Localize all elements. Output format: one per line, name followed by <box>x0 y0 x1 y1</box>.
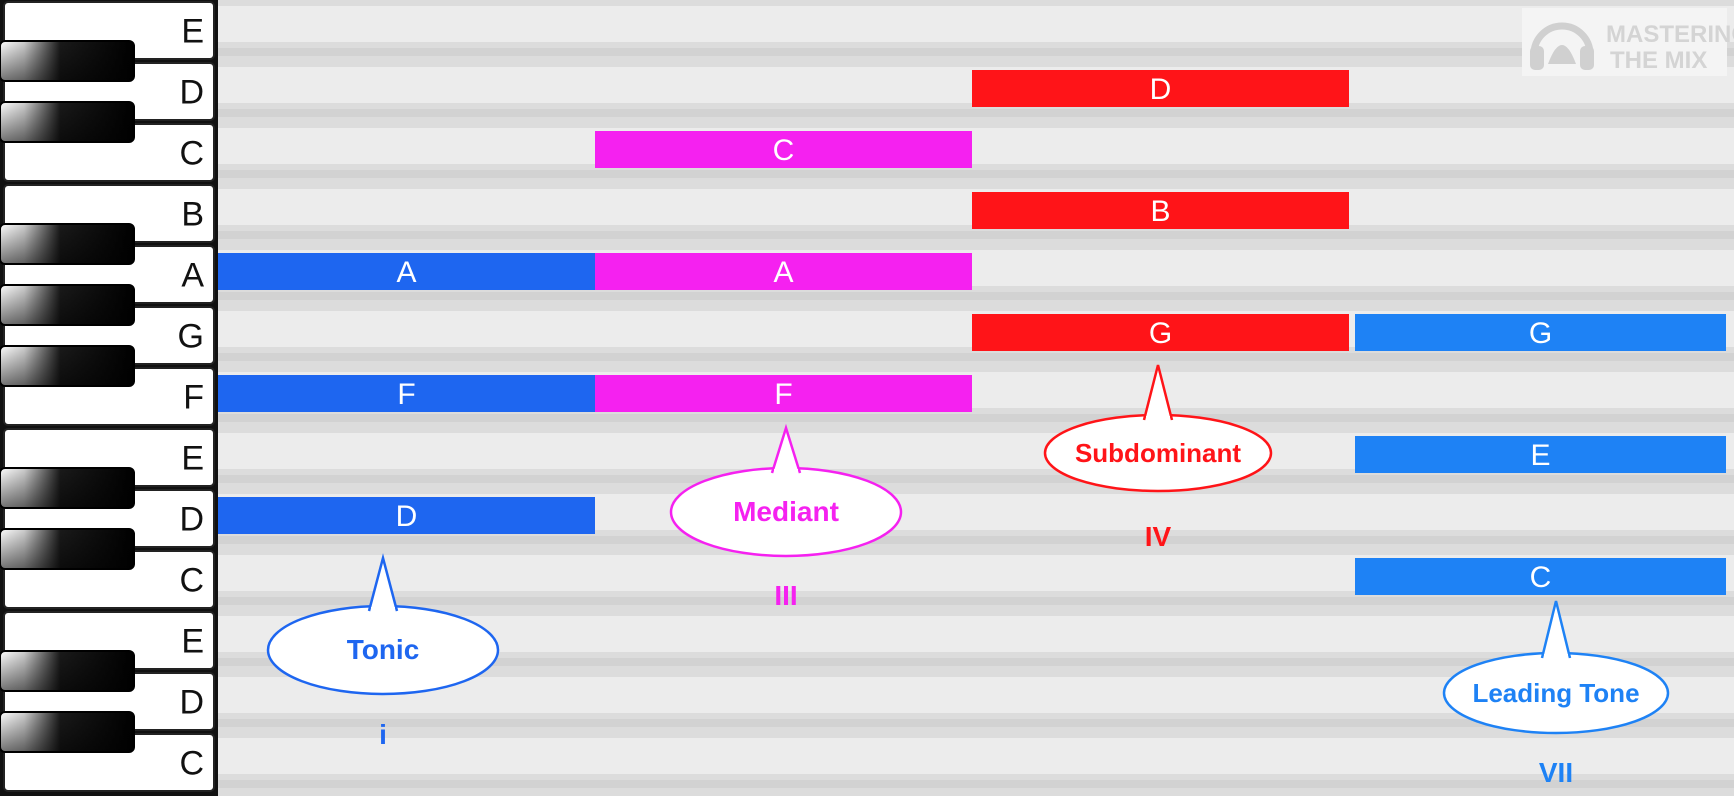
piano-key-label: C <box>179 745 204 783</box>
piano-black-key <box>0 467 135 509</box>
grid-row-gap <box>218 719 1734 727</box>
roman-numeral: IV <box>1145 521 1172 552</box>
piano-key-label: D <box>179 501 204 539</box>
watermark-line1: MASTERING <box>1606 21 1734 48</box>
piano-black-key <box>0 40 135 82</box>
chord-note-subdominant: G <box>972 314 1349 351</box>
chord-note-tonic: F <box>218 375 595 412</box>
piano-key-label: C <box>179 562 204 600</box>
chord-note-leading: G <box>1355 314 1726 351</box>
watermark-line2: THE MIX <box>1610 47 1707 74</box>
grid-row-gap <box>218 170 1734 178</box>
callout-label: Tonic <box>347 634 420 665</box>
grid-row-gap <box>218 414 1734 422</box>
chord-note-mediant: C <box>595 131 972 168</box>
note-label: G <box>1529 317 1552 350</box>
note-grid <box>218 0 1734 796</box>
note-label: F <box>774 378 792 411</box>
piano-key-label: E <box>181 440 204 478</box>
piano-key-label: A <box>181 257 204 295</box>
watermark-background <box>1522 8 1727 76</box>
roman-numeral: III <box>774 580 797 611</box>
grid-row-band <box>218 738 1734 774</box>
piano-key-label: E <box>181 623 204 661</box>
watermark: MASTERING THE MIX <box>1522 8 1734 76</box>
chord-note-tonic: A <box>218 253 595 290</box>
piano-black-key <box>0 101 135 143</box>
piano-black-key <box>0 650 135 692</box>
headphones-icon <box>1530 22 1594 70</box>
piano-key-label: D <box>179 684 204 722</box>
grid-row-gap <box>218 536 1734 544</box>
callout-label: Leading Tone <box>1472 678 1639 708</box>
chord-notes: A F D C A F D B G G E C <box>218 70 1726 595</box>
note-label: C <box>1530 561 1552 594</box>
note-label: D <box>1150 73 1172 106</box>
piano-key-label: F <box>183 379 204 417</box>
piano-key-label: G <box>178 318 204 356</box>
piano-key-label: E <box>181 13 204 51</box>
grid-row-gap <box>218 109 1734 117</box>
note-label: D <box>396 500 418 533</box>
note-label: E <box>1530 439 1550 472</box>
chord-note-mediant: A <box>595 253 972 290</box>
grid-row-gap <box>218 658 1734 666</box>
grid-row-gap <box>218 353 1734 361</box>
roman-numeral: i <box>379 719 387 750</box>
grid-row-gap <box>218 48 1734 56</box>
piano-black-key <box>0 345 135 387</box>
grid-row-gap <box>218 597 1734 605</box>
callout-mediant: Mediant <box>669 423 903 558</box>
chord-note-tonic: D <box>218 497 595 534</box>
grid-row-band <box>218 128 1734 164</box>
callout-leading: Leading Tone <box>1442 600 1670 735</box>
callout-subdominant: Subdominant <box>1043 364 1273 493</box>
chord-note-leading: E <box>1355 436 1726 473</box>
roman-numeral: VII <box>1539 757 1573 788</box>
piano-key-label: D <box>179 74 204 112</box>
note-label: A <box>396 256 416 289</box>
piano-black-key <box>0 223 135 265</box>
note-label: B <box>1150 195 1170 228</box>
chord-note-subdominant: B <box>972 192 1349 229</box>
chord-note-subdominant: D <box>972 70 1349 107</box>
note-label: A <box>773 256 793 289</box>
piano-key-label: C <box>179 135 204 173</box>
grid-row-gap <box>218 780 1734 788</box>
grid-row-gap <box>218 475 1734 483</box>
piano-key-label: B <box>181 196 204 234</box>
callout-label: Subdominant <box>1075 438 1241 468</box>
chord-note-leading: C <box>1355 558 1726 595</box>
note-label: G <box>1149 317 1172 350</box>
chord-note-mediant: F <box>595 375 972 412</box>
piano-black-key <box>0 711 135 753</box>
piano-black-key <box>0 528 135 570</box>
note-label: C <box>773 134 795 167</box>
piano-black-key <box>0 284 135 326</box>
note-label: F <box>397 378 415 411</box>
callout-tonic: Tonic <box>266 553 500 696</box>
grid-row-gap <box>218 292 1734 300</box>
grid-row-gap <box>218 231 1734 239</box>
callout-label: Mediant <box>733 496 839 527</box>
grid-row-band <box>218 6 1734 42</box>
